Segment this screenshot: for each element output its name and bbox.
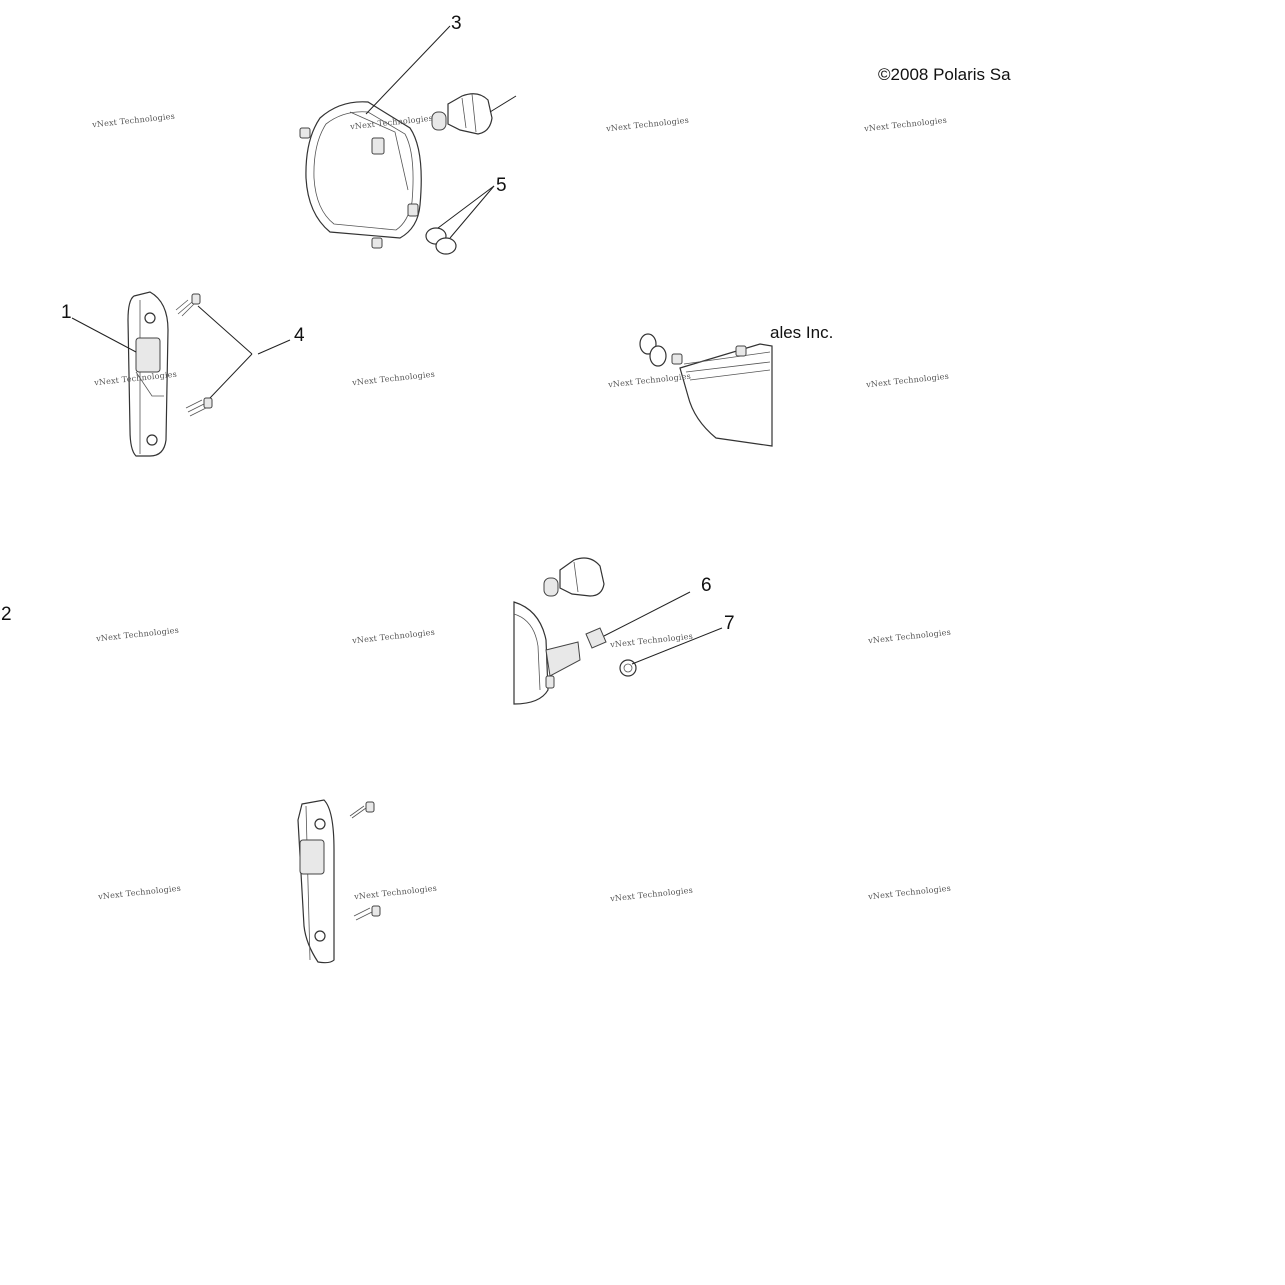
screw-lower (185, 397, 213, 417)
headlight-housing-side (671, 343, 773, 447)
copyright-top: ©2008 Polaris Sa (878, 66, 1028, 83)
retaining-clip (585, 627, 607, 649)
callout-4: 4 (294, 325, 305, 346)
copyright-symbol: © (878, 66, 891, 83)
o-rings-middle (639, 333, 667, 367)
copyright-top-text: 2008 Polaris Sa (890, 66, 1011, 83)
headlight-housing-top (299, 101, 422, 249)
callout-3: 3 (451, 13, 462, 34)
copyright-bottom: ales Inc. (770, 323, 834, 342)
side-marker-light-lower (297, 799, 335, 964)
grommet-nut (619, 659, 637, 677)
screw-lower-upper (349, 801, 375, 819)
side-marker-light (127, 291, 169, 457)
headlight-bulb-top (431, 93, 493, 135)
callout-7: 7 (724, 613, 735, 634)
callout-1: 1 (61, 302, 72, 323)
screw-upper (175, 293, 201, 317)
callout-6: 6 (701, 575, 712, 596)
o-rings-top (425, 227, 457, 255)
headlight-housing-lower (513, 601, 581, 705)
callout-5: 5 (496, 175, 507, 196)
screw-lower-lower (353, 905, 381, 921)
headlight-bulb-lower (543, 557, 605, 597)
callout-2: 2 (1, 604, 12, 625)
